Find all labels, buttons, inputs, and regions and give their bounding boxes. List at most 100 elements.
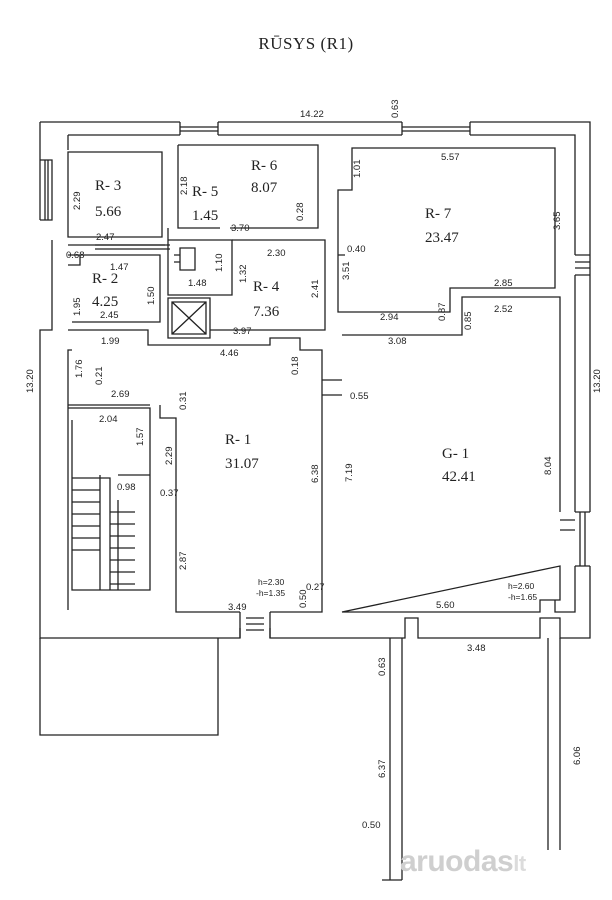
dim-label: 1.48 <box>188 278 207 289</box>
room-r3-walls <box>67 151 163 238</box>
dim-label: 3.65 <box>552 212 563 231</box>
watermark: aruodaslt <box>400 845 526 879</box>
dim-label: 13.20 <box>592 369 603 393</box>
room-r4-code: R- 4 <box>253 279 280 295</box>
room-r3-code: R- 3 <box>95 178 121 194</box>
room-r1-area: 31.07 <box>225 456 259 472</box>
dim-label: 4.46 <box>220 348 239 359</box>
dimension-labels: 14.22 0.63 5.57 1.01 3.65 2.29 2.18 0.28… <box>25 100 603 832</box>
dim-label: 0.85 <box>463 312 474 331</box>
room-r5-walls <box>167 228 233 296</box>
window-right-lower <box>560 511 590 567</box>
outer-wall-inner <box>67 134 576 613</box>
dim-label: 13.20 <box>25 369 36 393</box>
room-r7-area: 23.47 <box>425 230 459 246</box>
room-r6-code: R- 6 <box>251 158 278 174</box>
dim-label: 5.60 <box>436 600 455 611</box>
dim-label: 1.95 <box>72 298 83 317</box>
room-r5-code: R- 5 <box>192 184 218 200</box>
door-r1-g1 <box>322 379 342 396</box>
dim-label: 3.49 <box>228 602 247 613</box>
room-r5-area: 1.45 <box>192 208 218 224</box>
dim-label: 2.85 <box>494 278 513 289</box>
dim-label: 0.50 <box>362 820 381 831</box>
dim-label: 6.06 <box>572 747 583 766</box>
window-top-right <box>401 122 471 135</box>
r1-sub-height: -h=1.35 <box>256 588 285 598</box>
dim-label: 2.45 <box>100 310 119 321</box>
dim-label: 0.63 <box>390 100 401 119</box>
dim-label: 1.47 <box>110 262 129 273</box>
r1-height: h=2.30 <box>258 577 285 587</box>
dim-label: 2.18 <box>179 177 190 196</box>
dim-label: 5.57 <box>441 152 460 163</box>
plan-title: RŪSYS (R1) <box>258 34 354 53</box>
room-r4-area: 7.36 <box>253 304 280 320</box>
dim-label: 7.19 <box>344 464 355 483</box>
dim-label: 3.97 <box>233 326 252 337</box>
dim-label: 2.29 <box>72 192 83 211</box>
room-r1-walls <box>68 329 323 613</box>
dim-label: 1.76 <box>74 360 85 379</box>
dim-label: 2.52 <box>494 304 513 315</box>
dim-label: 2.29 <box>164 447 175 466</box>
watermark-suffix: lt <box>513 851 526 876</box>
dim-label: 0.18 <box>290 357 301 376</box>
dim-label: 1.50 <box>146 287 157 306</box>
dim-label: 1.99 <box>101 336 120 347</box>
dim-label: 3.08 <box>388 336 407 347</box>
g1-height: h=2.60 <box>508 581 535 591</box>
hatched-strip <box>95 244 170 250</box>
dim-label: 0.21 <box>94 367 105 386</box>
window-top-left <box>179 122 219 135</box>
dim-label: 3.70 <box>231 223 250 234</box>
dim-label: 1.57 <box>135 428 146 447</box>
room-g1-area: 42.41 <box>442 469 476 485</box>
room-g1-walls <box>341 296 561 613</box>
dim-label: 2.04 <box>99 414 118 425</box>
dim-label: 1.01 <box>352 160 363 179</box>
dim-label: 2.30 <box>267 248 286 259</box>
room-r1-code: R- 1 <box>225 432 251 448</box>
dim-label: 0.37 <box>160 488 179 499</box>
dim-label: 2.69 <box>111 389 130 400</box>
dim-label: 2.47 <box>96 232 115 243</box>
dim-label: 0.98 <box>117 482 136 493</box>
window-r1-bottom <box>239 612 271 638</box>
dim-label: 2.41 <box>310 280 321 299</box>
window-left <box>40 159 53 221</box>
wc-fixture <box>174 247 196 271</box>
dim-label: 1.32 <box>238 265 249 284</box>
dim-label: 0.68 <box>66 250 85 261</box>
room-r6-walls <box>177 144 319 229</box>
stair-steps <box>72 474 150 590</box>
stair-walls <box>68 407 151 591</box>
dim-label: 0.87 <box>437 303 448 322</box>
room-r3-area: 5.66 <box>95 204 122 220</box>
dim-label: 3.51 <box>341 262 352 281</box>
dim-label: 6.37 <box>377 760 388 779</box>
dim-label: 0.27 <box>306 582 325 593</box>
dim-label: 0.63 <box>377 658 388 677</box>
dim-label: 0.50 <box>298 590 309 609</box>
dim-label: 1.10 <box>214 254 225 273</box>
ramp-right <box>382 638 561 881</box>
ramp-left <box>39 638 219 736</box>
room-r2-code: R- 2 <box>92 271 118 287</box>
dim-label: 0.31 <box>178 392 189 411</box>
room-labels: R- 3 5.66 R- 6 8.07 R- 5 1.45 R- 2 4.25 … <box>92 158 537 602</box>
window-right-upper <box>575 254 590 276</box>
walls <box>39 121 591 881</box>
dim-label: 0.55 <box>350 391 369 402</box>
room-r7-walls <box>337 147 556 313</box>
watermark-brand: aruodas <box>400 845 514 878</box>
room-g1-code: G- 1 <box>442 446 469 462</box>
dim-label: 14.22 <box>300 109 324 120</box>
dim-label: 2.87 <box>178 552 189 571</box>
dim-label: 6.38 <box>310 465 321 484</box>
room-r7-code: R- 7 <box>425 206 452 222</box>
dim-label: 3.48 <box>467 643 486 654</box>
g1-sub-height: -h=1.65 <box>508 592 537 602</box>
outer-wall <box>39 121 591 639</box>
